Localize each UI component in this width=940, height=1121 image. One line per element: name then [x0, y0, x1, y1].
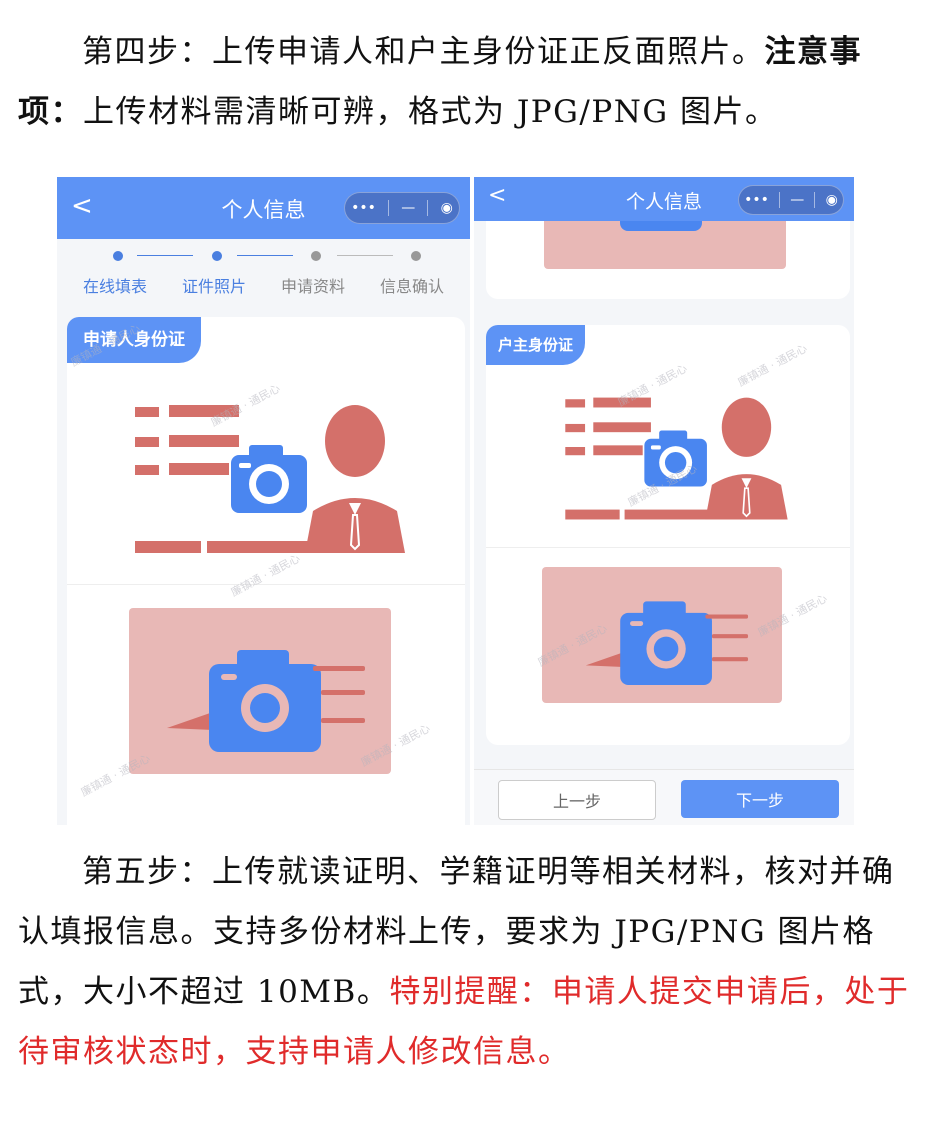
back-icon[interactable]: <: [71, 191, 93, 221]
title-bar: < 个人信息 ••• — ◉: [474, 177, 854, 221]
step-dot-1: [113, 251, 123, 261]
bottom-action-bar: 上一步 下一步: [474, 769, 854, 825]
step-dot-4: [411, 251, 421, 261]
applicant-id-card-panel: 申请人身份证: [67, 317, 465, 825]
progress-steps: 在线填表 证件照片 申请资料 信息确认: [57, 239, 470, 305]
phone-screenshot-householder: < 个人信息 ••• — ◉ 户主身份证: [474, 177, 854, 825]
prev-step-button[interactable]: 上一步: [498, 780, 656, 820]
intro-lead: 第四步：上传申请人和户主身份证正反面照片。: [82, 34, 765, 70]
next-step-button[interactable]: 下一步: [681, 780, 839, 818]
card-divider: [486, 547, 850, 548]
minimize-icon[interactable]: —: [790, 192, 805, 208]
mini-program-capsule: ••• — ◉: [344, 192, 460, 224]
step-label-1[interactable]: 在线填表: [83, 277, 148, 296]
back-icon[interactable]: <: [488, 183, 507, 208]
page-title: 个人信息: [625, 191, 702, 213]
minimize-icon[interactable]: —: [401, 200, 416, 216]
step-dot-2: [212, 251, 222, 261]
id-back-upload[interactable]: [129, 608, 391, 774]
step-label-4[interactable]: 信息确认: [380, 277, 445, 296]
outro-text: 第五步：上传就读证明、学籍证明等相关材料，核对并确认填报信息。支持多份材料上传，…: [18, 854, 895, 1010]
id-front-illustration: [135, 405, 405, 553]
id-front-upload[interactable]: [544, 391, 804, 531]
id-front-upload[interactable]: [127, 397, 407, 567]
mini-program-capsule: ••• — ◉: [738, 185, 844, 215]
intro-paragraph: 第四步：上传申请人和户主身份证正反面照片。注意事项：上传材料需清晰可辨，格式为 …: [18, 22, 922, 142]
title-bar: < 个人信息 ••• — ◉: [57, 177, 470, 239]
card-divider: [67, 584, 465, 585]
step-line-2: [237, 255, 293, 256]
card-tag: 户主身份证: [486, 325, 586, 365]
id-back-upload[interactable]: [542, 567, 782, 703]
page-title: 个人信息: [221, 198, 306, 222]
step-label-3[interactable]: 申请资料: [281, 277, 346, 296]
card-tag: 申请人身份证: [67, 317, 201, 363]
step-label-2[interactable]: 证件照片: [182, 277, 247, 296]
step-line-3: [337, 255, 393, 256]
camera-upload-icon: [585, 601, 749, 685]
intro-notice-label: 注意事项：: [18, 34, 862, 130]
step-line-1: [137, 255, 193, 256]
householder-id-card-panel: 户主身份证: [486, 325, 850, 745]
more-icon[interactable]: •••: [351, 200, 376, 216]
special-reminder: 特别提醒：申请人提交申请后，处于待审核状态时，支持申请人修改信息。: [18, 974, 910, 1070]
close-icon[interactable]: ◉: [440, 200, 453, 216]
intro-notice-text: 上传材料需清晰可辨，格式为 JPG/PNG 图片。: [83, 94, 778, 130]
outro-paragraph: 第五步：上传就读证明、学籍证明等相关材料，核对并确认填报信息。支持多份材料上传，…: [18, 842, 922, 1082]
phone-screenshot-applicant: < 个人信息 ••• — ◉ 在线填表 证件照片 申请资料 信息确认 申请人身份…: [57, 177, 470, 825]
step-dot-3: [311, 251, 321, 261]
more-icon[interactable]: •••: [744, 192, 769, 208]
id-front-illustration: [565, 397, 788, 520]
camera-upload-icon: [167, 650, 365, 752]
close-icon[interactable]: ◉: [825, 192, 838, 208]
